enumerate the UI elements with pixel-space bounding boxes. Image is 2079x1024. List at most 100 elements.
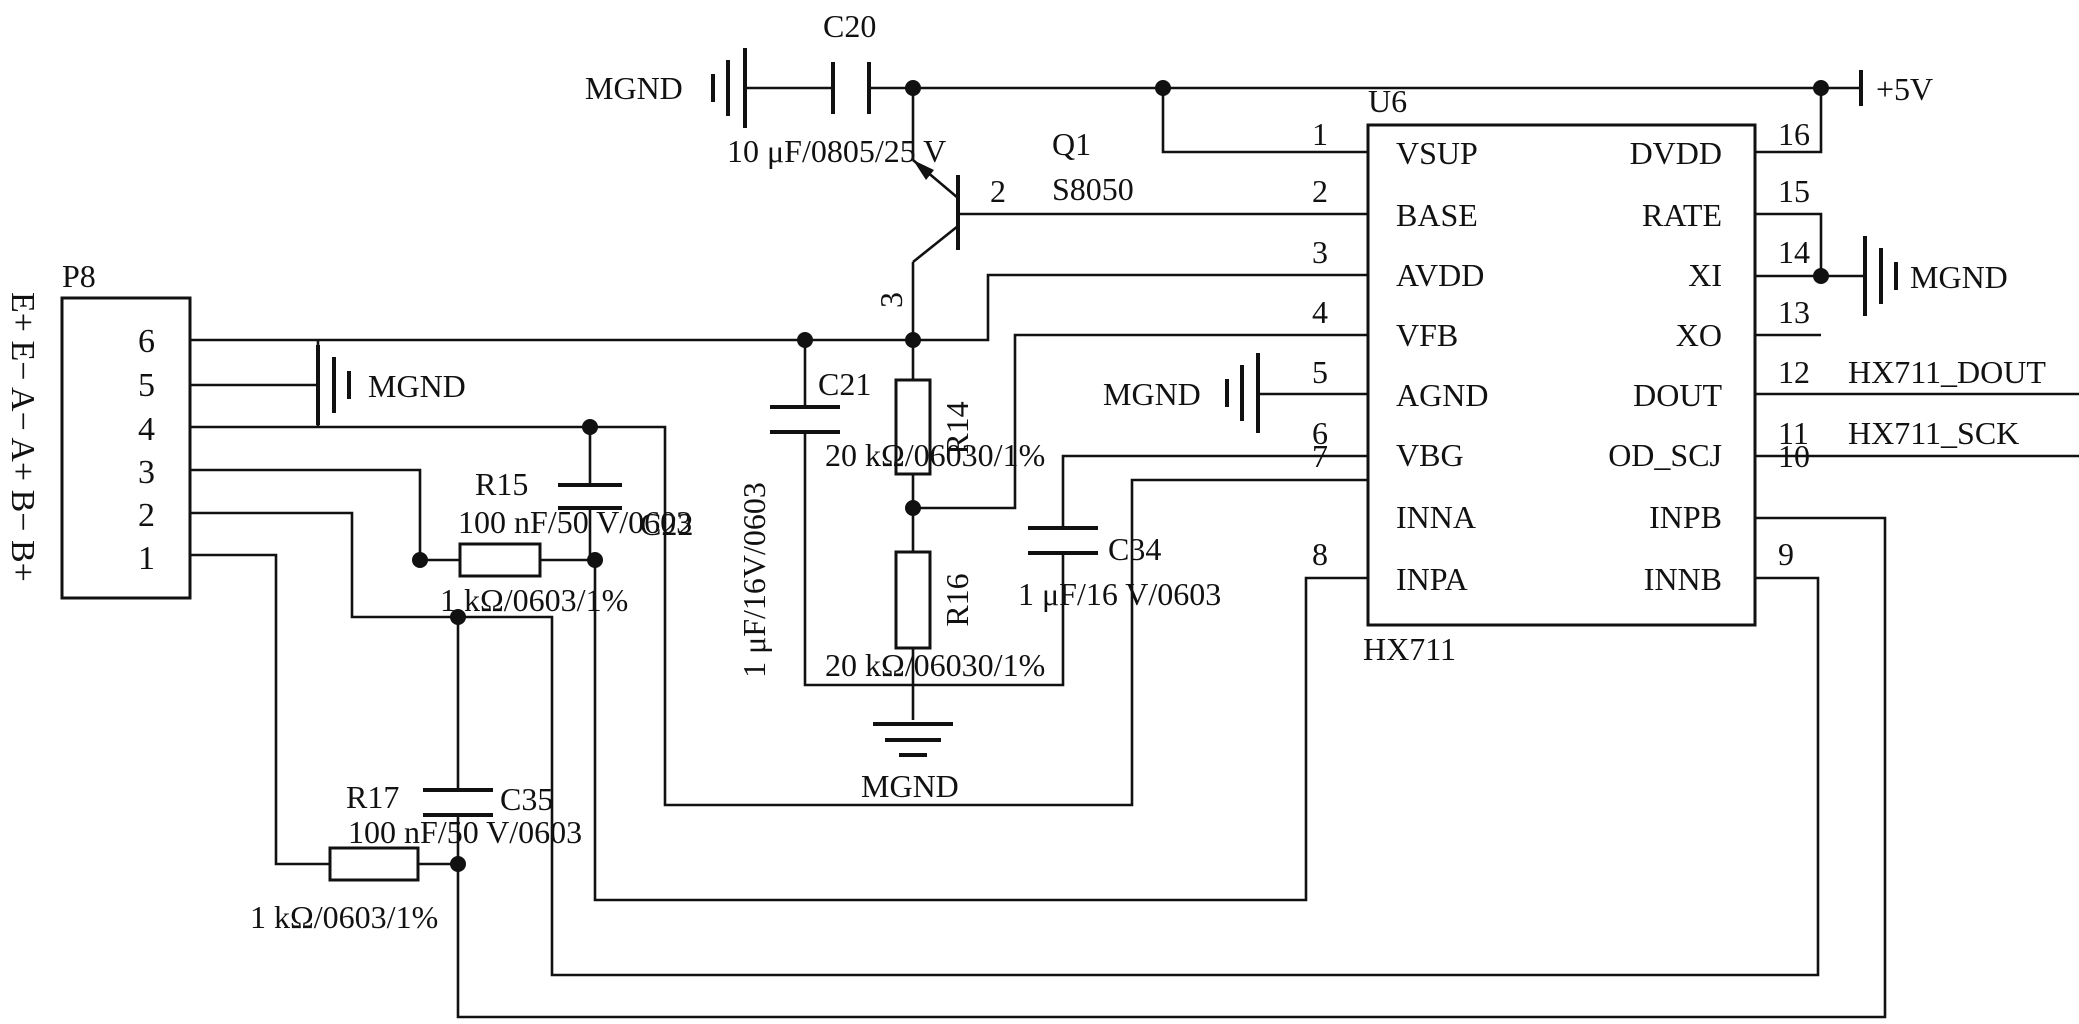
c35-value: 100 nF/50 V/0603 [348,814,582,850]
junction-dot [582,419,598,435]
c34-ref: C34 [1108,531,1161,567]
c34-value: 1 μF/16 V/0603 [1018,576,1221,612]
junction-dot [797,332,813,348]
transistor-q1: Q1 S8050 2 3 [873,126,1134,308]
vcc-symbol: +5V [1859,70,1933,107]
pin-name: INNA [1396,499,1476,535]
connector-pin: 3 [138,454,155,491]
pin-number: 10 [1778,438,1810,474]
net-label-sck: HX711_SCK [1848,415,2019,451]
capacitor-c21: C21 1 μF/16V/0603 [736,366,871,678]
ground-symbol-divider: MGND [861,722,959,804]
r16-value: 20 kΩ/06030/1% [825,647,1045,683]
r14-value: 20 kΩ/06030/1% [825,437,1045,473]
connector-pin: 2 [138,497,155,534]
pin-number: 11 [1778,415,1809,451]
pin-number: 12 [1778,354,1810,390]
pin-number: 5 [1312,354,1328,390]
pin-name: XI [1688,257,1722,293]
pin-number: 13 [1778,294,1810,330]
pin-name: AGND [1396,377,1488,413]
net-label-dout: HX711_DOUT [1848,354,2046,390]
c35-ref: C35 [500,781,553,817]
c21-ref: C21 [818,366,871,402]
c22-value: 100 nF/50 V/0603 [458,504,692,540]
junction-dot [450,609,466,625]
pin-number: 8 [1312,536,1328,572]
junction-dot [905,332,921,348]
ground-label: MGND [1103,376,1201,412]
q1-base-pin: 2 [990,173,1006,209]
connector-ref: P8 [62,258,96,294]
capacitor-c35: C35 100 nF/50 V/0603 [348,781,582,850]
c20-value: 10 μF/0805/25 V [727,133,946,169]
capacitor-c34: C34 1 μF/16 V/0603 [1018,526,1221,612]
pin-name: BASE [1396,197,1478,233]
pin-name: DVDD [1630,135,1722,171]
pin-number: 7 [1312,438,1328,474]
junction-dot [1813,80,1829,96]
pin-name: DOUT [1633,377,1722,413]
ground-symbol-agnd: MGND [1103,353,1260,433]
hx711-chip: U6 HX711 1 VSUP 2 BASE 3 AVDD 4 VFB 5 AG… [1312,83,2046,667]
pin-name: INPA [1396,561,1468,597]
resistor-r16: R16 20 kΩ/06030/1% [825,550,1045,683]
capacitor-c20: C20 10 μF/0805/25 V [727,8,946,169]
ic-part: HX711 [1363,631,1456,667]
q1-collector-pin: 3 [873,292,909,308]
c21-value: 1 μF/16V/0603 [736,482,772,678]
vcc-label: +5V [1876,71,1933,107]
connector-pin: 5 [138,367,155,404]
resistor-r15: R15 1 kΩ/0603/1% [440,466,628,618]
pin-name: INPB [1649,499,1722,535]
connector-pin: 1 [138,540,155,577]
r16-ref: R16 [939,573,975,626]
junction-dot [450,856,466,872]
connector-p8: P8 6 5 4 3 2 1 E+ E− A− A+ B− B+ [4,258,192,600]
junction-dot [905,500,921,516]
pin-number: 9 [1778,536,1794,572]
junction-dot [1155,80,1171,96]
ground-symbol-c20: MGND [585,48,747,128]
power-symbols: +5V MGND MGND MGND MGND MGND [316,48,2008,804]
ic-ref: U6 [1368,83,1407,119]
pin-number: 4 [1312,294,1328,330]
c22-ref: C22 [640,506,693,542]
pin-name: XO [1676,317,1722,353]
resistor-r17: R17 1 kΩ/0603/1% [250,779,438,935]
pin-number: 3 [1312,234,1328,270]
junction-dot [587,552,603,568]
pin-number: 1 [1312,116,1328,152]
c20-ref: C20 [823,8,876,44]
q1-ref: Q1 [1052,126,1091,162]
r14-ref: R14 [939,401,975,454]
pin-number: 15 [1778,173,1810,209]
ground-symbol-xi: MGND [1863,236,2008,316]
junction-dot [412,552,428,568]
ground-symbol-connector: MGND [316,340,466,427]
r15-value: 1 kΩ/0603/1% [440,582,628,618]
r17-ref: R17 [346,779,399,815]
ground-label: MGND [368,368,466,404]
pin-name: RATE [1642,197,1722,233]
junction-dot [905,80,921,96]
resistor-r14: R14 20 kΩ/06030/1% [825,378,1045,476]
junctions [412,80,1829,872]
pin-number: 16 [1778,116,1810,152]
pin-name: VSUP [1396,135,1478,171]
ground-label: MGND [1910,259,2008,295]
connector-pin: 4 [138,411,155,448]
connector-signals: E+ E− A− A+ B− B+ [4,292,41,582]
pin-name: AVDD [1396,257,1484,293]
pin-number: 2 [1312,173,1328,209]
pin-name: OD_SCJ [1608,437,1722,473]
capacitor-c22: C22 100 nF/50 V/0603 [458,483,693,542]
pin-name: VBG [1396,437,1464,473]
ground-label: MGND [585,70,683,106]
r15-ref: R15 [475,466,528,502]
pin-number: 14 [1778,234,1810,270]
ground-label: MGND [861,768,959,804]
pin-number: 6 [1312,415,1328,451]
pin-name: INNB [1644,561,1722,597]
